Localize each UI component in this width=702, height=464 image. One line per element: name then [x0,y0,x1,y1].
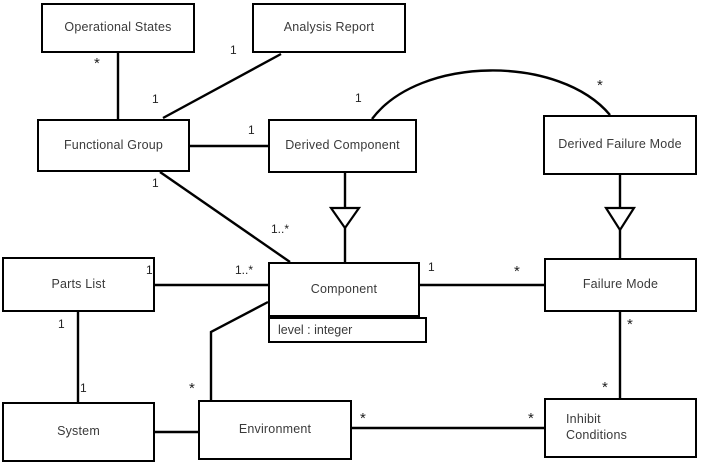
class-name-analysis-report: Analysis Report [283,20,375,35]
class-box-operational-states[interactable]: Operational States [41,3,195,53]
class-box-derived-failure-mode[interactable]: Derived Failure Mode [543,115,697,175]
association-environment-component [209,300,269,400]
class-box-analysis-report[interactable]: Analysis Report [252,3,406,53]
class-box-component[interactable]: Component [268,262,420,317]
multiplicity-m-analysisreport-1: 1 [230,43,237,57]
multiplicity-m-component-topleft: 1..* [271,222,290,236]
class-name-system: System [57,424,100,439]
class-name-derived-failure-mode: Derived Failure Mode [558,137,682,152]
generalization-lines [328,173,637,262]
class-box-functional-group[interactable]: Functional Group [37,119,190,172]
multiplicity-m-failuremode-bot-star: * [627,316,633,333]
class-box-inhibit-conditions[interactable]: Inhibit Conditions [544,398,697,458]
multiplicity-m-derivedcomponent-1: 1 [248,123,255,137]
association-lines [76,52,622,434]
association-functionalgroup-component [159,171,291,263]
class-box-environment[interactable]: Environment [198,400,352,460]
class-name-component: Component [310,281,378,296]
multiplicity-m-component-left: 1..* [235,263,254,277]
multiplicity-m-functionalgroup-top-1: 1 [152,92,159,106]
class-name-environment: Environment [238,422,312,437]
class-box-system[interactable]: System [2,402,155,462]
multiplicity-m-partslist-sys-1: 1 [58,317,65,331]
multiplicity-m-opstates-star: * [94,55,100,72]
multiplicity-m-system-1: 1 [80,381,87,395]
multiplicity-m-env-right-star: * [360,410,366,427]
class-box-derived-component[interactable]: Derived Component [268,119,417,173]
attribute-box-component-attributes: level : integer [268,317,427,343]
generalization-arrow-derivedcomponent-to-component [328,206,362,230]
multiplicity-m-curve-left-1: 1 [355,91,362,105]
class-name-operational-states: Operational States [64,20,172,35]
multiplicity-m-functionalgroup-bot-1: 1 [152,176,159,190]
multiplicity-m-curve-right-star: * [597,77,603,94]
multiplicity-m-component-right-1: 1 [428,260,435,274]
class-box-parts-list[interactable]: Parts List [2,257,155,312]
association-analysisreport-functionalgroup [162,52,282,120]
class-box-failure-mode[interactable]: Failure Mode [544,258,697,312]
class-name-derived-component: Derived Component [285,138,400,153]
multiplicity-m-environment-star: * [189,380,195,397]
multiplicity-m-inhibit-left-star: * [528,410,534,427]
class-name-functional-group: Functional Group [63,137,164,152]
multiplicity-m-partslist-1: 1 [146,263,153,277]
class-name-inhibit-conditions: Inhibit Conditions [566,412,628,442]
class-name-parts-list: Parts List [51,276,106,291]
generalization-arrow-derivedfailuremode-to-failuremode [603,206,637,233]
class-name-failure-mode: Failure Mode [582,277,659,292]
association-derivedcomponent-derivedfailuremode [371,69,611,120]
multiplicity-m-failuremode-left-star: * [514,263,520,280]
multiplicity-m-inhibit-top-star: * [602,379,608,396]
